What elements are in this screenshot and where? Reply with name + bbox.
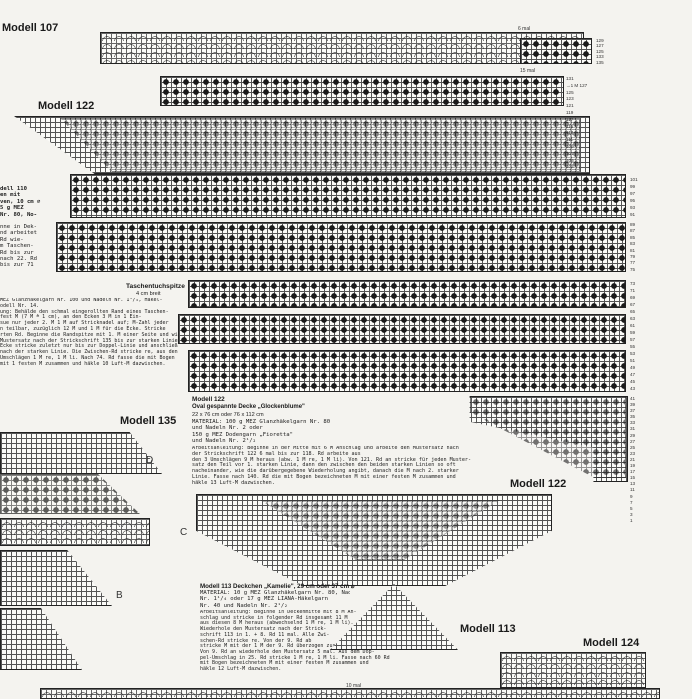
chart-65 [178, 314, 626, 344]
letter-c: C [180, 527, 188, 538]
m113-block-material: MATERIAL: 10 g MEZ Glanzhäkelgarn Nr. 80… [200, 590, 350, 609]
rownums-89: 89 87 85 83 81 79 77 75 [630, 222, 636, 272]
rownums-41: 41 39 37 35 33 31 29 27 25 23 21 19 17 1… [630, 396, 636, 523]
chart-122-row1 [160, 76, 564, 106]
text-modell-110-cont: nne in Dek- nd arbeitet Rd wie- m Tasche… [0, 224, 38, 269]
mark-10-mal: 10 mal [346, 683, 362, 689]
taschentuch-body: MEZ Glanzhäkelgarn Nr. 100 und Nadeln Nr… [0, 298, 178, 367]
rownums-mid: 101 99 97 95 93 91 [630, 177, 638, 217]
chart-124 [500, 652, 646, 688]
chart-135-d [0, 432, 162, 474]
chart-135-b [0, 550, 112, 606]
rownums-122: 131 →1 M 127 125 123 121 119 117 115 113… [566, 76, 588, 170]
chart-110-a [70, 174, 626, 218]
m122-block-body: Arbeitsanleitung: Beginne in der Mitte m… [192, 446, 472, 486]
letter-d: D [146, 455, 154, 466]
chart-135-a [0, 608, 82, 670]
text-modell-110: dell 110 en mit ven, 10 cm ⌀ 5 g MEZ Nr.… [0, 186, 41, 218]
label-modell-107: Modell 107 [2, 22, 59, 34]
mark-15-mal: 15 mal [520, 68, 536, 74]
rownums-top-col: 129 127 125 133 135 [596, 38, 604, 65]
m122-block-subtitle: Oval gespannte Decke „Glockenblume" [192, 404, 305, 410]
chart-135-c [0, 518, 150, 546]
m113-block-title: Modell 113 Deckchen „Kamelie", 29 cm ode… [200, 583, 355, 590]
label-modell-122-right: Modell 122 [510, 478, 567, 490]
chart-73 [188, 280, 626, 308]
chart-135-dots [0, 474, 140, 514]
chart-107-right [520, 38, 592, 64]
chart-bottom-strip [40, 688, 660, 699]
m122-block-title: Modell 122 [192, 396, 225, 403]
taschentuch-sub: 4 cm breit [136, 291, 161, 297]
chart-122-stair-dots [470, 396, 626, 478]
chart-57 [188, 350, 626, 392]
label-modell-135: Modell 135 [120, 415, 177, 427]
m122-block-material: MATERIAL: 100 g MEZ Glanzhäkelgarn Nr. 8… [192, 419, 331, 445]
rownums-73: 73 71 69 67 65 63 61 59 57 55 53 51 49 4… [630, 281, 636, 391]
label-modell-122-top: Modell 122 [38, 100, 95, 112]
chart-122-dots [60, 118, 580, 172]
letter-b: B [116, 590, 123, 601]
mark-6-mal: 6 mal [518, 26, 531, 32]
m122-block-size: 22 x 76 cm oder 76 x 112 cm [192, 412, 264, 418]
taschentuch-title: Taschentuchspitze [126, 283, 185, 290]
chart-110-b [56, 222, 626, 272]
label-modell-124: Modell 124 [583, 637, 640, 649]
label-modell-113-right: Modell 113 [460, 623, 516, 635]
chart-107-top [100, 32, 584, 64]
